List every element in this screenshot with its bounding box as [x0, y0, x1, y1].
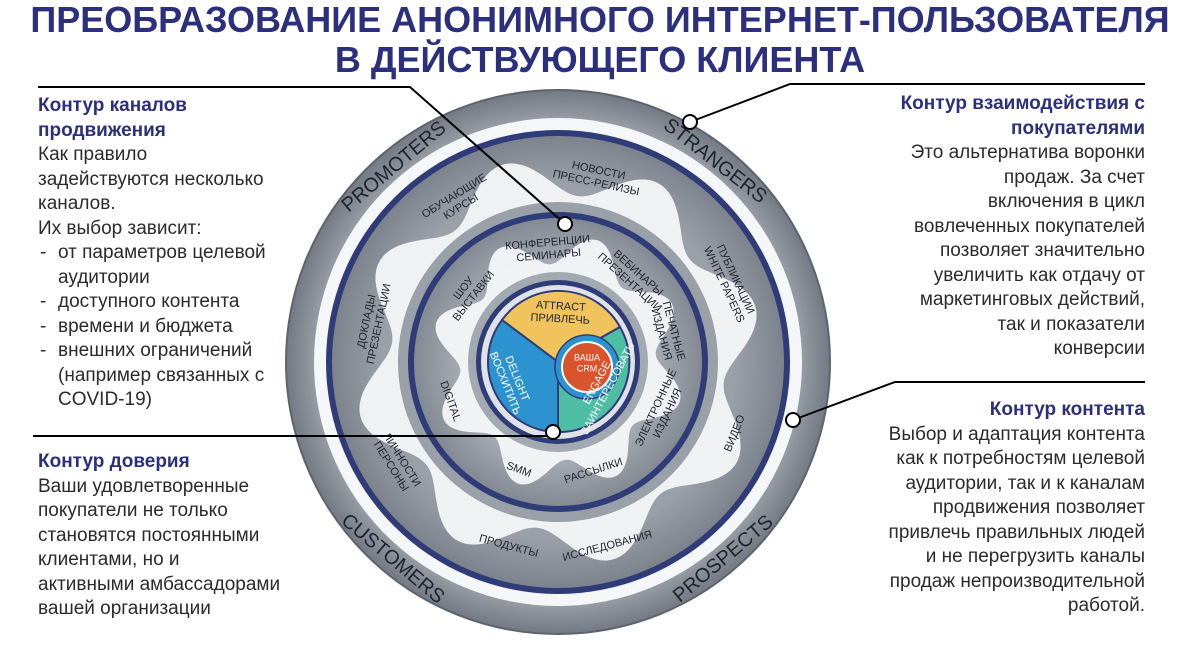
trust-text-6: вашей организации [38, 598, 211, 619]
channels-intro-1: Как правило [38, 144, 148, 165]
core-delight-segment [487, 318, 559, 434]
interaction-callout-line [689, 83, 1145, 123]
channels-callout-line [38, 86, 566, 225]
channels-callout-dot [557, 216, 573, 232]
core-attract-label-line-1: ATTRACT [536, 299, 587, 314]
channels-factor-1-line-1: от параметров целевой [58, 242, 266, 263]
interaction-text-5: позволяет значительно [939, 240, 1145, 261]
interaction-text-3: включения в цикл [987, 191, 1145, 212]
channels-heading-1: Контур каналов [38, 95, 187, 116]
channels-intro-4: Их выбор зависит: [38, 217, 202, 239]
crm-center [561, 341, 613, 393]
channels-factor-list: от параметров целевой аудитории доступно… [38, 241, 348, 413]
trust-text-4: клиентами, но и [38, 549, 180, 570]
channels-factor-4-line-1: внешних ограничений [58, 340, 253, 361]
content-heading: Контур контента [989, 399, 1145, 420]
channels-factor-3: времени и бюджета [38, 315, 348, 340]
content-text-2: как к потребностям целевой [896, 448, 1145, 469]
interaction-text-4: вовлеченных покупателей [913, 215, 1145, 237]
trust-text-1: Ваши удовлетворенные [38, 475, 250, 497]
crm-center-label-line-1: ВАША [574, 353, 600, 363]
channels-factor-1: от параметров целевой аудитории [38, 241, 348, 290]
content-text-3: аудитории, так и к каналам [905, 472, 1145, 494]
interaction-callout-dot [682, 114, 698, 130]
callout-lines [33, 83, 1145, 440]
content-label-1-line-2: СЕМИНАРЫ [516, 247, 582, 265]
page-title-line-2: В ДЕЙСТВУЮЩЕГО КЛИЕНТА [334, 39, 866, 80]
content-text-7: продаж непроизводительной [889, 570, 1145, 592]
interaction-heading-2: покупателями [1011, 117, 1145, 139]
trust-description: Контур доверия Ваши удовлетворенные поку… [38, 450, 338, 622]
trust-text-3: становятся постоянными [38, 524, 260, 546]
trust-callout-dot [545, 424, 561, 440]
channels-factor-1-line-2: аудитории [58, 266, 150, 288]
channels-factor-3-line-1: времени и бюджета [58, 315, 233, 337]
content-text-5: привлечь правильных людей [888, 521, 1145, 543]
interaction-text-2: продаж. За счет [1003, 166, 1145, 188]
interaction-text-6: увеличить как отдачу от [933, 264, 1145, 286]
trust-heading: Контур доверия [38, 451, 190, 472]
content-text-4: продвижения позволяет [932, 497, 1145, 518]
channels-factor-4-line-2: (например связанных с [58, 364, 265, 386]
interaction-text-8: так и показатели [997, 313, 1145, 335]
page-title-line-1: ПРЕОБРАЗОВАНИЕ АНОНИМНОГО ИНТЕРНЕТ-ПОЛЬЗ… [30, 0, 1170, 40]
core-attract-segment [500, 289, 622, 364]
crm-center-label-line-2: CRM [577, 364, 598, 374]
trust-text-2: покупатели не только [38, 500, 228, 521]
interaction-description: Контур взаимодействия с покупателями Это… [845, 92, 1145, 362]
channels-description: Контур каналов продвижения Как правило з… [38, 94, 348, 413]
core-segments [487, 289, 631, 434]
content-callout-dot [785, 412, 801, 428]
channels-factor-4-line-3: COVID-19) [58, 389, 152, 410]
channels-factor-2: доступного контента [38, 290, 348, 315]
interaction-text-9: конверсии [1053, 338, 1145, 359]
content-text-8: работой. [1067, 595, 1145, 616]
content-description: Контур контента Выбор и адаптация контен… [845, 398, 1145, 619]
channels-intro-2: задействуются несколько [38, 168, 264, 190]
content-callout-line [792, 381, 1145, 421]
content-text-6: и не перегрузить каналы [925, 546, 1145, 567]
interaction-text-7: маркетинговых действий, [919, 289, 1145, 310]
core-attract-label-line-2: ПРИВЛЕЧЬ [530, 312, 590, 327]
interaction-text-1: Это альтернатива воронки [910, 142, 1145, 163]
content-text-1: Выбор и адаптация контента [888, 423, 1145, 445]
trust-text-5: активными амбассадорами [38, 573, 281, 595]
channels-factor-2-line-1: доступного контента [58, 291, 240, 312]
interaction-heading-1: Контур взаимодействия с [900, 93, 1145, 114]
channels-heading-2: продвижения [38, 119, 166, 141]
channels-factor-4: внешних ограничений (например связанных … [38, 339, 348, 413]
channels-intro-3: каналов. [38, 193, 116, 214]
